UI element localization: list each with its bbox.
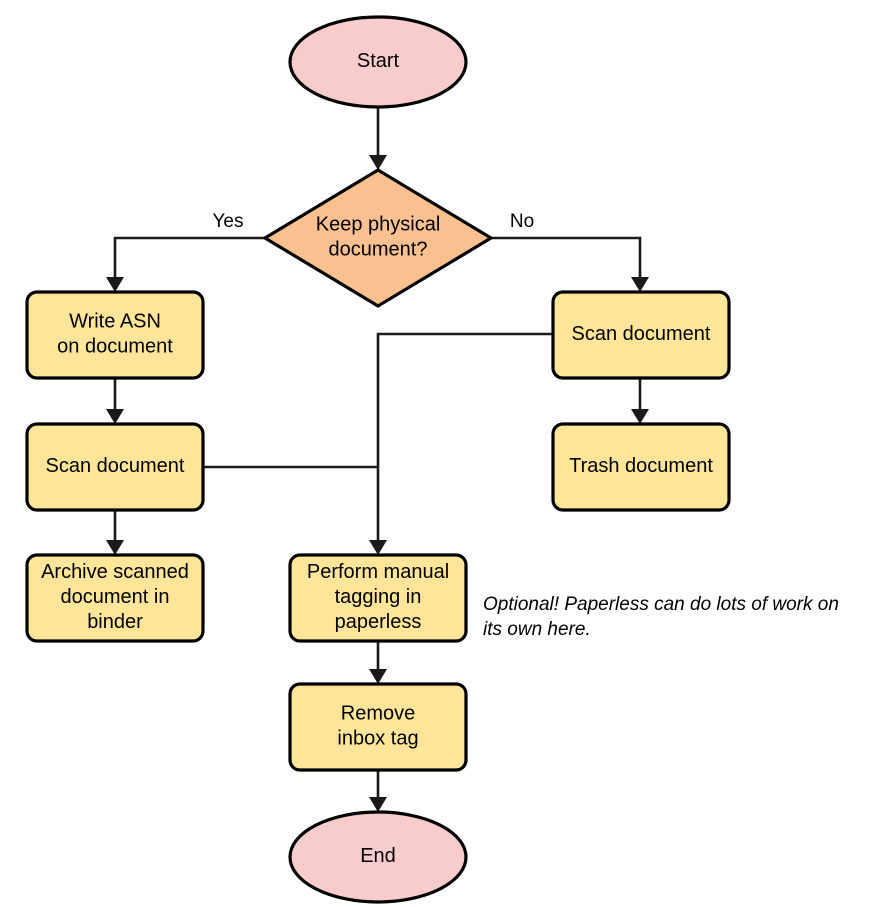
node-label: Perform manual tagging in paperless — [307, 561, 449, 633]
node-label-line: Archive scanned — [41, 561, 189, 583]
node-scan-document-right[interactable]: Scan document — [551, 290, 731, 380]
process-shape — [288, 682, 468, 772]
node-trash-document[interactable]: Trash document — [551, 422, 731, 512]
arrowhead-icon — [369, 540, 387, 555]
process-shape — [551, 422, 731, 512]
node-label-line: Remove — [341, 703, 415, 725]
edge-line — [376, 332, 553, 549]
node-label-line: inbox tag — [337, 728, 418, 750]
edge-label-no: No — [510, 211, 534, 232]
node-label-line: Scan document — [572, 323, 711, 345]
edge-scan-right-to-tagging — [369, 332, 553, 555]
arrowhead-icon — [369, 669, 387, 684]
decision-shape — [263, 168, 493, 308]
arrowhead-icon — [106, 409, 124, 424]
node-label: Write ASN on document — [57, 311, 173, 358]
terminal-shape — [288, 810, 468, 904]
arrowhead-icon — [631, 409, 649, 424]
node-label-line: tagging in — [335, 586, 422, 608]
node-remove-inbox-tag[interactable]: Remove inbox tag — [288, 682, 468, 772]
node-label-line: Scan document — [46, 455, 185, 477]
node-label-line: Perform manual — [307, 561, 449, 583]
edge-tagging-to-remove-inbox — [369, 641, 387, 684]
arrowhead-icon — [106, 277, 124, 292]
edge-write-asn-to-scan-left — [106, 378, 124, 424]
edge-decision-to-write-asn: Yes — [106, 211, 265, 292]
process-shape — [25, 553, 205, 643]
node-label-line: Trash document — [569, 455, 713, 477]
node-label-line: document in — [61, 586, 170, 608]
node-archive-binder[interactable]: Archive scanned document in binder — [25, 553, 205, 643]
node-label-line: on document — [57, 336, 173, 358]
process-shape — [25, 422, 205, 512]
node-label: Start — [357, 50, 400, 72]
node-label-line: paperless — [335, 611, 422, 633]
process-shape — [551, 290, 731, 380]
node-label-line: Write ASN — [69, 311, 161, 333]
node-label: Keep physical document? — [316, 214, 441, 261]
arrowhead-icon — [369, 797, 387, 812]
node-label-line: binder — [87, 611, 143, 633]
node-write-asn[interactable]: Write ASN on document — [25, 290, 205, 380]
edge-line — [113, 236, 265, 286]
node-label: Archive scanned document in binder — [41, 561, 189, 633]
edge-remove-inbox-to-end — [369, 770, 387, 812]
terminal-shape — [288, 15, 468, 109]
arrowhead-icon — [106, 540, 124, 555]
node-manual-tagging[interactable]: Perform manual tagging in paperless — [288, 553, 468, 643]
edges-layer: Yes No — [106, 107, 649, 812]
process-shape — [288, 553, 468, 643]
edge-line — [491, 236, 642, 286]
node-end[interactable]: End — [288, 810, 468, 904]
edge-scan-left-to-archive — [106, 510, 124, 555]
edge-label-yes: Yes — [213, 211, 244, 232]
annotation-line: Optional! Paperless can do lots of work … — [483, 594, 839, 615]
arrowhead-icon — [369, 155, 387, 170]
node-label: Remove inbox tag — [337, 703, 418, 750]
node-start[interactable]: Start — [288, 15, 468, 109]
node-label: Scan document — [572, 323, 711, 345]
edge-scan-right-to-trash — [631, 378, 649, 424]
node-label-line: document? — [329, 239, 428, 261]
node-label: End — [360, 845, 396, 867]
node-label: Trash document — [569, 455, 713, 477]
node-label: Scan document — [46, 455, 185, 477]
node-label-line: Start — [357, 50, 400, 72]
process-shape — [25, 290, 205, 380]
edge-decision-to-scan-right: No — [491, 211, 649, 292]
node-keep-physical[interactable]: Keep physical document? — [263, 168, 493, 308]
node-scan-document-left[interactable]: Scan document — [25, 422, 205, 512]
arrowhead-icon — [631, 277, 649, 292]
annotations-layer: Optional! Paperless can do lots of work … — [483, 594, 839, 640]
annotation-optional-note: Optional! Paperless can do lots of work … — [483, 594, 839, 640]
node-label-line: Keep physical — [316, 214, 441, 236]
annotation-line: its own here. — [483, 619, 591, 640]
node-label-line: End — [360, 845, 396, 867]
edge-start-to-decision — [369, 107, 387, 170]
